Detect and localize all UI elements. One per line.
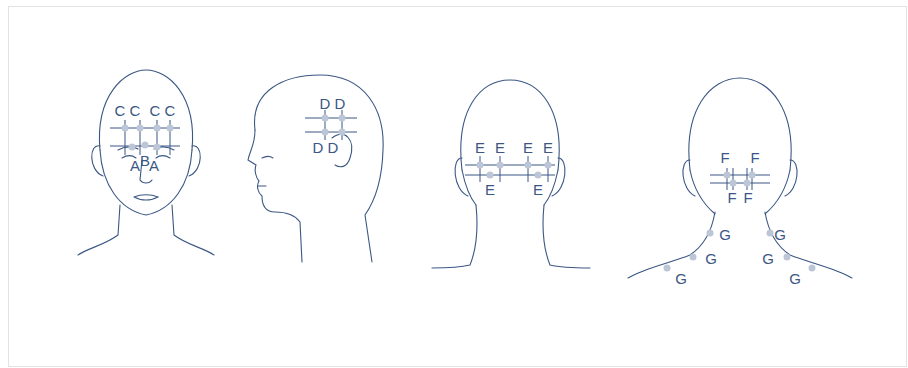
grid-lines [110,110,770,190]
site-letter: D [313,140,324,155]
head-outlines [78,70,852,278]
site-letter: D [328,140,339,155]
site-letter: E [543,140,553,155]
site-letter: G [774,227,786,242]
site-letter: E [495,140,505,155]
site-letter: F [720,150,729,165]
site-letter: E [475,140,485,155]
site-letter: E [485,182,495,197]
panel-border [9,7,907,367]
site-letter: E [523,140,533,155]
site-letter: G [705,251,717,266]
site-letter: E [533,182,543,197]
site-letter: G [719,227,731,242]
site-letter: C [115,103,126,118]
injection-dots [122,115,816,272]
site-letter: D [320,96,331,111]
site-letter: F [727,190,736,205]
site-letter: G [762,251,774,266]
site-letter: B [140,153,150,168]
site-letter: A [149,158,159,173]
site-letter: D [335,96,346,111]
site-letter: G [675,271,687,286]
site-letter: C [150,103,161,118]
site-letter: A [130,158,140,173]
site-letter: C [165,103,176,118]
site-letter: F [750,150,759,165]
site-letter: C [130,103,141,118]
site-letter: G [789,271,801,286]
site-letter: F [743,190,752,205]
